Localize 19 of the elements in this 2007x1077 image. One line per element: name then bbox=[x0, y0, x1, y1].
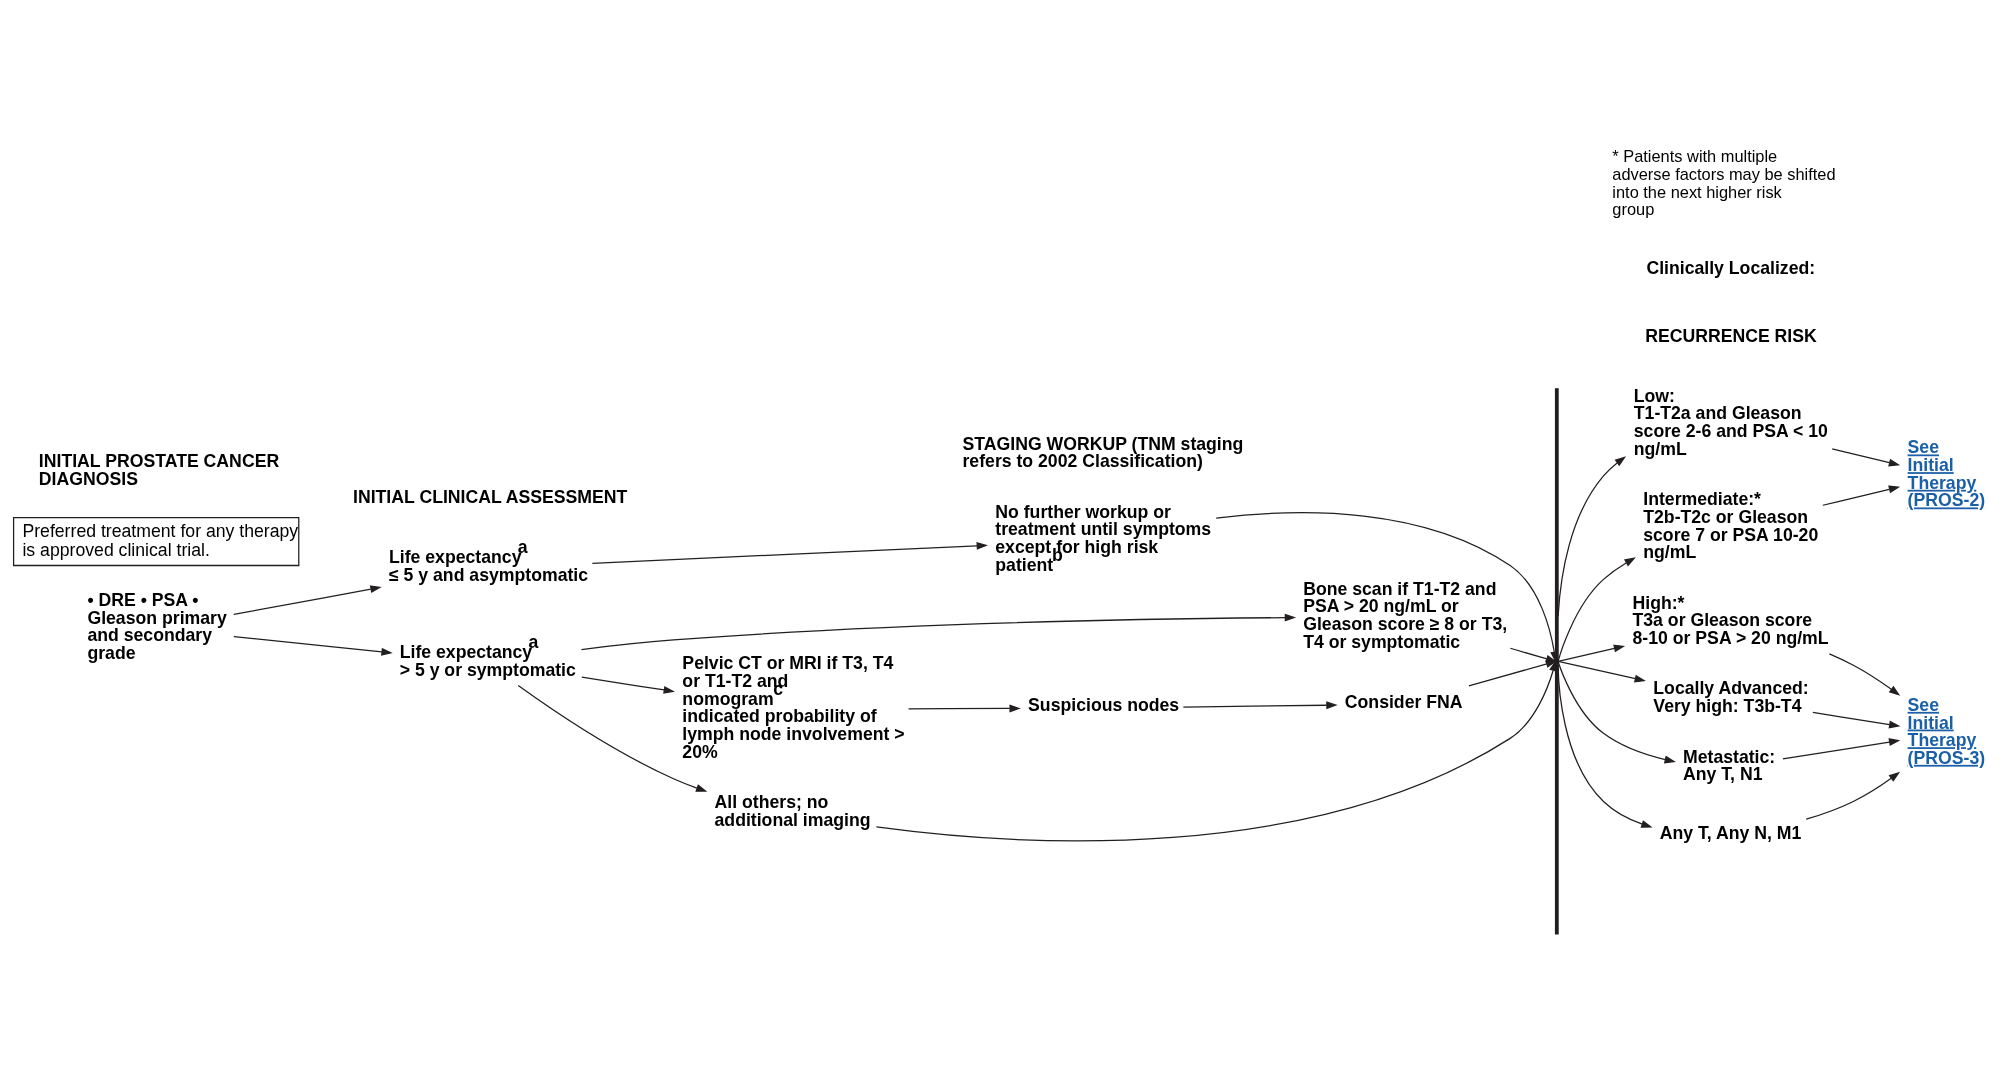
node-text: Locally Advanced: Very high: T3b-T4 bbox=[1653, 677, 1809, 716]
node-text: • DRE • PSA • Gleason primary and secondary grade bbox=[87, 589, 227, 663]
node-text: Metastatic: Any T, N1 bbox=[1683, 746, 1776, 784]
label: RECURRENCE RISK bbox=[1645, 325, 1817, 346]
node-text: Low: T1-T2a and Gleason score 2-6 and PSA < 10 ng/mL bbox=[1633, 385, 1828, 459]
label: * Patients with multiple adverse factors may be shifted into the next higher risk group bbox=[1612, 146, 1836, 218]
node-text: All others; no additional imaging bbox=[714, 791, 871, 830]
node-text: Intermediate:* T2b-T2c or Gleason score 7 or PSA 10-20 ng/mL bbox=[1643, 488, 1819, 562]
node-text: See Initial Therapy (PROS-3) bbox=[1907, 694, 1986, 768]
node-text: Bone scan if T1-T2 and PSA > 20 ng/mL or Gleason score ≥ 8 or T3, T4 or symptomatic bbox=[1303, 578, 1508, 652]
label: Clinically Localized: bbox=[1646, 257, 1816, 278]
label: STAGING WORKUP (TNM staging refers to 2002 Classification) bbox=[962, 433, 1244, 471]
node-text: See Initial Therapy (PROS-2) bbox=[1907, 436, 1986, 510]
node-text: High:* T3a or Gleason score 8-10 or PSA > 20 ng/mL bbox=[1632, 592, 1829, 648]
label: INITIAL CLINICAL ASSESSMENT bbox=[353, 486, 628, 507]
node-text: Any T, Any N, M1 bbox=[1659, 822, 1802, 843]
node-text: Consider FNA bbox=[1344, 691, 1463, 712]
node-text: Suspicious nodes bbox=[1028, 694, 1180, 715]
label: INITIAL PROSTATE CANCER DIAGNOSIS bbox=[38, 450, 280, 489]
